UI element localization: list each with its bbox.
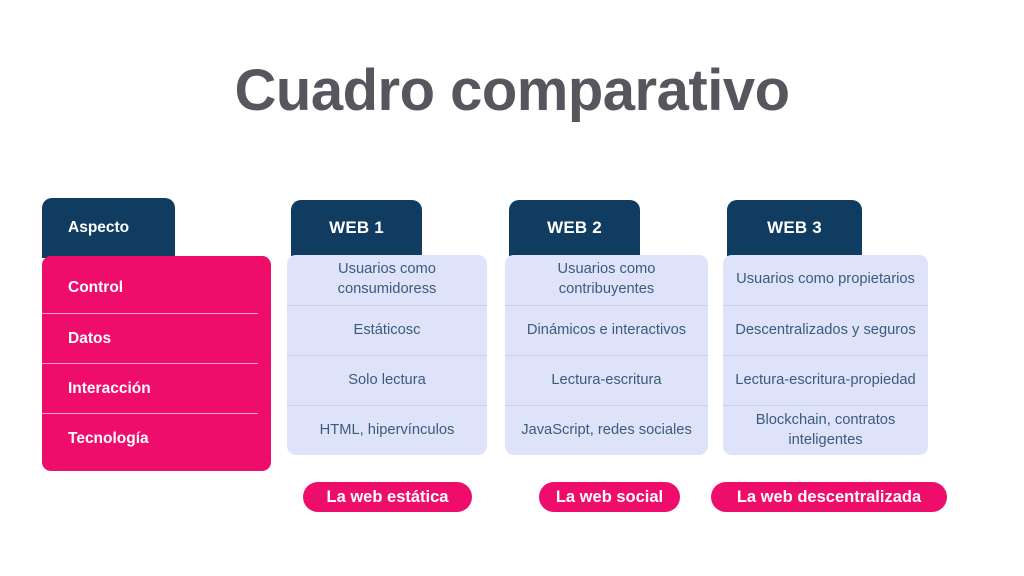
web3-caption-pill: La web descentralizada <box>711 482 947 512</box>
web3-cell: Blockchain, contratos inteligentes <box>723 405 928 455</box>
aspect-row: Datos <box>42 313 258 363</box>
web2-cell: Dinámicos e interactivos <box>505 305 708 355</box>
aspect-row: Control <box>68 279 124 296</box>
aspect-column-header: Aspecto <box>42 198 175 258</box>
web1-column-header-label: WEB 1 <box>329 218 384 237</box>
web3-column-body: Usuarios como propietarios Descentraliza… <box>723 255 928 455</box>
page-title: Cuadro comparativo <box>234 58 791 123</box>
web2-cell: JavaScript, redes sociales <box>505 405 708 455</box>
web2-column-body: Usuarios como contribuyentes Dinámicos e… <box>505 255 708 455</box>
web1-caption-pill: La web estática <box>303 482 472 512</box>
web2-cell: Usuarios como contribuyentes <box>557 261 656 297</box>
web3-cell: Lectura-escritura-propiedad <box>723 355 928 405</box>
web1-cell: Usuarios como consumidoress <box>337 261 437 297</box>
web1-cell: HTML, hipervínculos <box>287 405 487 455</box>
web2-cell: Lectura-escritura <box>505 355 708 405</box>
web2-column-header-label: WEB 2 <box>547 218 602 237</box>
web1-cell: Solo lectura <box>287 355 487 405</box>
aspect-column-header-label: Aspecto <box>68 219 130 236</box>
web2-caption-pill: La web social <box>539 482 680 512</box>
web2-column-header: WEB 2 <box>509 200 640 256</box>
web1-column-header: WEB 1 <box>291 200 422 256</box>
web3-cell: Descentralizados y seguros <box>723 305 928 355</box>
aspect-column-body: Control Datos Interacción Tecnología <box>42 256 271 471</box>
web3-column-header-label: WEB 3 <box>767 218 822 237</box>
web1-column-body: Usuarios como consumidoress Estáticosc S… <box>287 255 487 455</box>
web3-cell: Usuarios como propietarios <box>736 271 915 287</box>
aspect-row: Tecnología <box>42 413 258 463</box>
aspect-row: Interacción <box>42 363 258 413</box>
web1-cell: Estáticosc <box>287 305 487 355</box>
web3-column-header: WEB 3 <box>727 200 862 256</box>
